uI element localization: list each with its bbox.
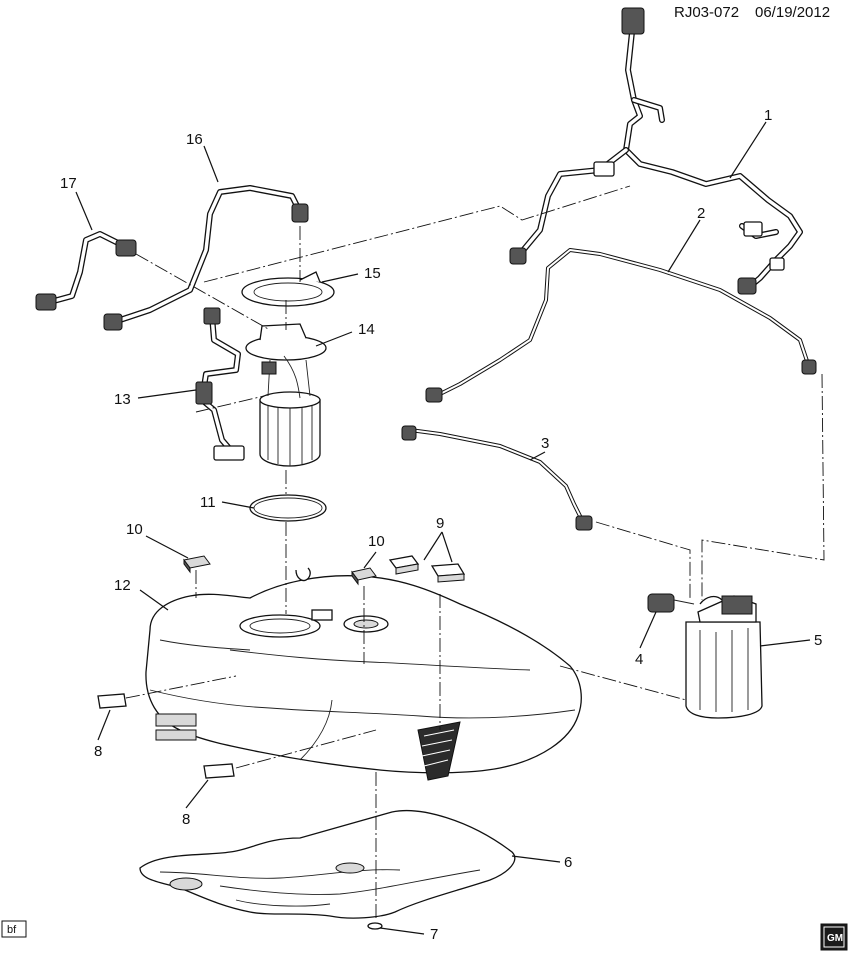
callout-10-right: 10: [368, 533, 385, 550]
part-9-pad-a: [388, 555, 420, 575]
callout-8-bottom: 8: [182, 811, 190, 828]
callout-1: 1: [764, 107, 772, 124]
part-9-pad-b: [430, 563, 466, 583]
part-11-seal: [249, 494, 327, 522]
part-12-fuel-tank: [145, 567, 582, 781]
callout-5: 5: [814, 632, 822, 649]
callout-13: 13: [114, 391, 131, 408]
reference-lines: [125, 185, 825, 920]
part-14-fuel-pump-module: [245, 323, 327, 467]
callout-6: 6: [564, 854, 572, 871]
callout-3: 3: [541, 435, 549, 452]
part-13-pump-wiring: [195, 307, 245, 461]
leader-lines: [75, 121, 811, 935]
callout-16: 16: [186, 131, 203, 148]
part-7-grommet: [367, 922, 383, 930]
callout-8-left: 8: [94, 743, 102, 760]
part-8-pad-left: [97, 693, 127, 709]
callout-4: 4: [635, 651, 643, 668]
callout-9: 9: [436, 515, 444, 532]
part-1-wiring-harness: [509, 7, 803, 295]
part-5-evap-canister: [685, 595, 763, 719]
bf-badge-text: bf: [7, 924, 17, 936]
gm-logo-text: GM: [827, 933, 843, 944]
callout-12: 12: [114, 577, 131, 594]
part-10-pad-left: [183, 555, 211, 574]
bf-badge: bf: [1, 920, 27, 938]
gm-logo: GM: [820, 923, 848, 951]
part-17-vent-hose: [35, 231, 137, 311]
part-16-fuel-hose: [103, 185, 309, 331]
part-10-pad-right: [351, 567, 377, 586]
part-3-evap-vapor-pipe: [401, 425, 593, 531]
callout-17: 17: [60, 175, 77, 192]
callout-11: 11: [200, 494, 216, 511]
diagram-code: RJ03-072: [674, 4, 739, 21]
part-4-canister-connector: [647, 593, 695, 613]
part-8-pad-bottom: [203, 763, 235, 779]
part-6-skid-plate: [139, 810, 516, 919]
callout-2: 2: [697, 205, 705, 222]
part-15-lock-ring: [241, 271, 335, 307]
callout-7: 7: [430, 926, 438, 943]
diagram-date: 06/19/2012: [755, 4, 830, 21]
part-2-fuel-feed-pipe: [425, 248, 817, 403]
callout-14: 14: [358, 321, 375, 338]
callout-labels: 1 2 3 4 5 6 7 8 8 9 10 10 12 11 13 14 15…: [60, 107, 822, 943]
callout-15: 15: [364, 265, 381, 282]
callout-10-left: 10: [126, 521, 143, 538]
